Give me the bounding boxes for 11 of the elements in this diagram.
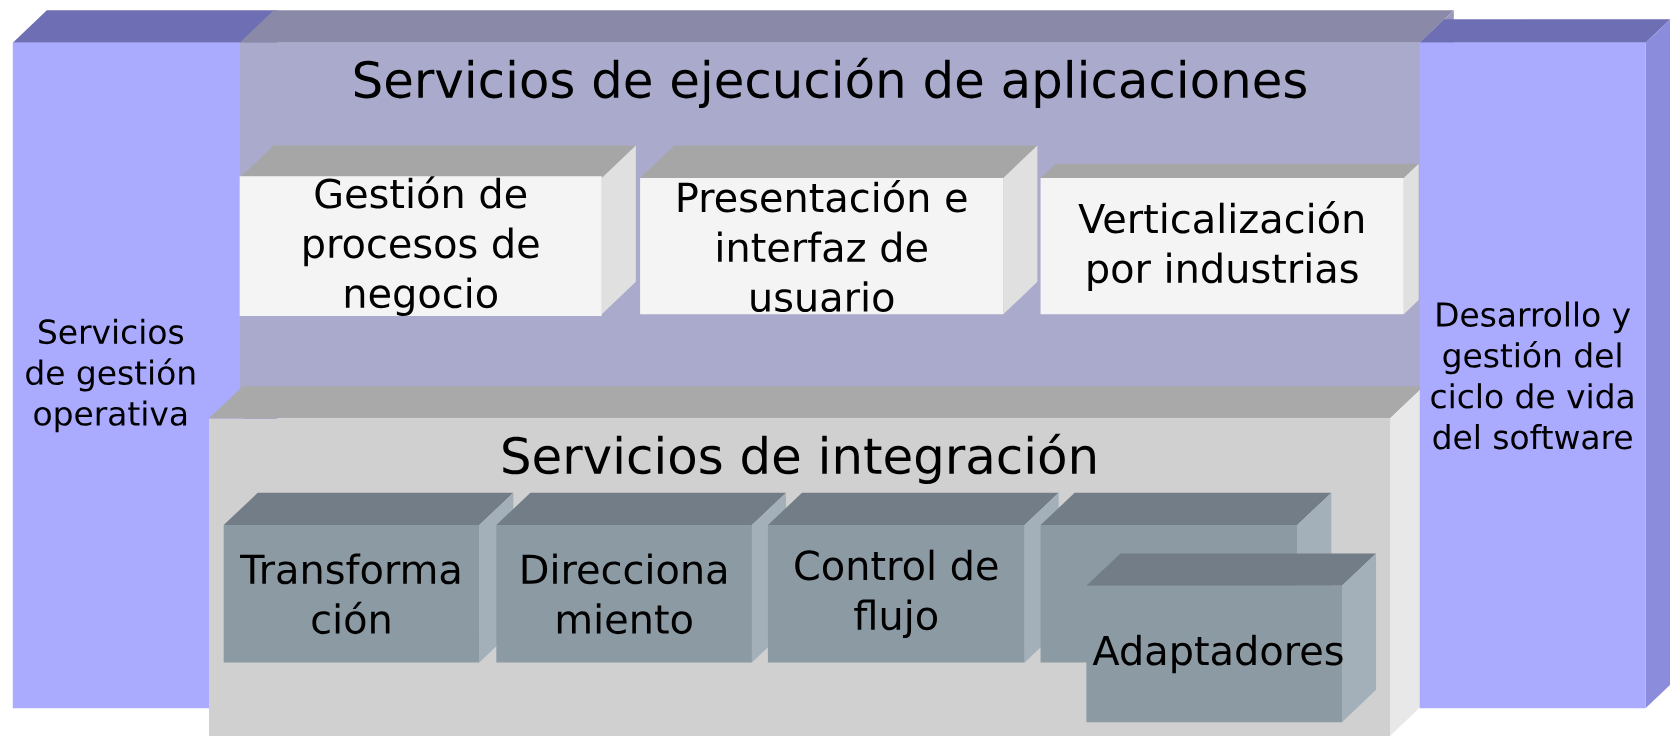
module-block: Adaptadores [1086,553,1377,723]
node-label: Direcciona miento [522,553,726,635]
side-pillar: Desarrollo y gestión del ciclo de vida del software [1419,19,1670,709]
module-block: Transforma ción [223,492,514,663]
module-block: Direcciona miento [496,492,786,663]
node-label: Control de flujo [795,549,998,638]
module-block: Gestión de procesos de negocio [239,145,636,316]
module-block: Control de flujo [767,492,1059,663]
node-label: Adaptadores [1092,634,1343,674]
module-block: Verticalización por industrias [1040,163,1419,315]
module-block: Presentación e interfaz de usuario [640,145,1038,315]
